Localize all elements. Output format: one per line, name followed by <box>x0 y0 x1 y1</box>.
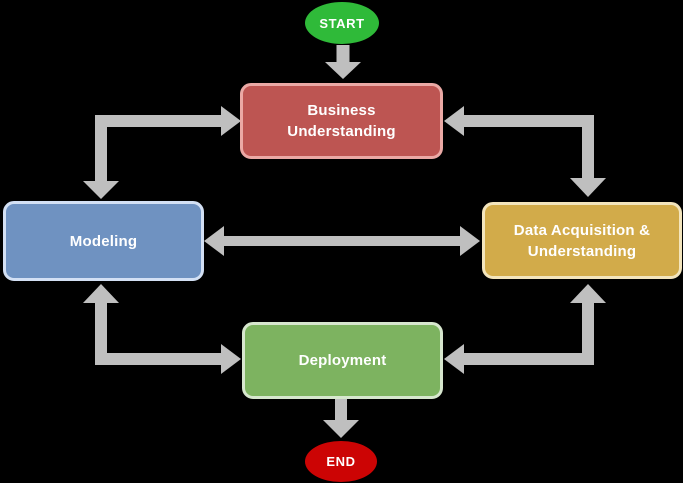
modeling-label: Modeling <box>69 232 138 250</box>
business-understanding-label: Business Understanding <box>287 102 396 140</box>
start-node: START <box>305 2 379 44</box>
arrow-deployment-data-acquisition <box>444 284 606 374</box>
arrow-modeling-deployment <box>83 284 241 374</box>
end-label: END <box>326 454 356 469</box>
data-acquisition-understanding-node: Data Acquisition & Understanding <box>482 202 682 279</box>
modeling-node: Modeling <box>3 201 204 281</box>
deployment-node: Deployment <box>242 322 443 399</box>
start-label: START <box>319 15 365 31</box>
deployment-label: Deployment <box>298 352 387 369</box>
end-node: END <box>305 441 377 482</box>
arrow-start-to-business <box>325 45 361 79</box>
arrow-business-modeling <box>83 106 241 199</box>
data-acquisition-understanding-label: Data Acquisition & Understanding <box>513 221 651 260</box>
arrow-modeling-data-acquisition <box>204 226 480 256</box>
arrow-business-data-acquisition <box>444 106 606 197</box>
business-understanding-node: Business Understanding <box>240 83 443 159</box>
arrow-deployment-to-end <box>323 399 359 438</box>
